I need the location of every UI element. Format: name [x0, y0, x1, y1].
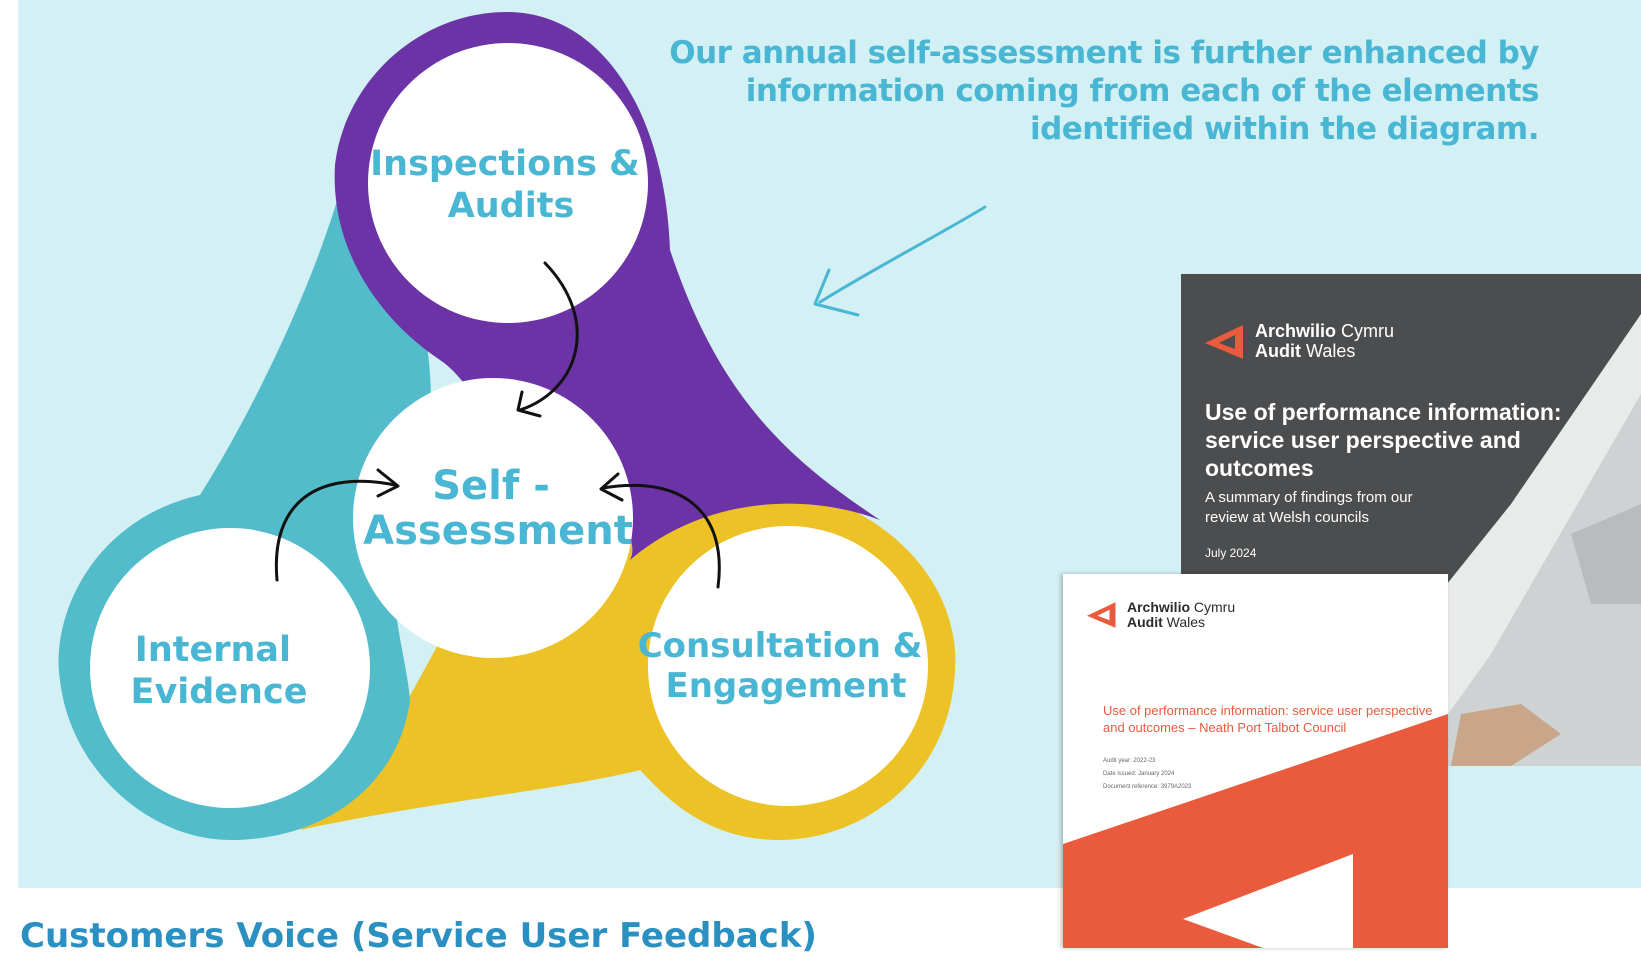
report-cover-graphic [1063, 714, 1448, 948]
audit-year: Audit year: 2022-23 [1103, 758, 1156, 764]
pointer-arrow [818, 205, 987, 304]
inspections-circle [368, 43, 648, 323]
self-assessment-label: Self - Assessment [363, 463, 633, 554]
arrow-inspections-to-self [518, 261, 579, 412]
arrow-inspections-to-self-head [516, 390, 542, 418]
audit-wales-mark-icon [1087, 602, 1116, 629]
consultation-circle [648, 526, 928, 806]
document-reference: Document reference: 3979A2023 [1103, 784, 1192, 790]
report-subtitle: A summary of findings from our review at… [1205, 489, 1413, 526]
audit-wales-logo-small: Archwilio Cymru Audit Wales [1087, 599, 1235, 631]
council-report-title: Use of performance information: service … [1103, 703, 1433, 735]
intro-text: Our annual self-assessment is further en… [669, 35, 1539, 147]
report-cover-photo [1301, 314, 1641, 766]
inspections-label: Inspections & Audits [370, 144, 652, 226]
audit-wales-logo: Archwilio Cymru Audit Wales [1205, 321, 1394, 362]
section-heading: Customers Voice (Service User Feedback) [20, 916, 817, 956]
report-cover-council: Archwilio Cymru Audit Wales Use of perfo… [1063, 574, 1448, 948]
arrow-internal-to-self-head [376, 468, 400, 498]
date-issued: Date issued: January 2024 [1103, 771, 1175, 777]
internal-evidence-label: Internal Evidence [131, 630, 308, 712]
pointer-arrow-head [813, 268, 860, 317]
internal-evidence-circle [90, 528, 370, 808]
report-title: Use of performance information: service … [1205, 399, 1562, 481]
self-assessment-circle [353, 378, 633, 658]
report-date: July 2024 [1205, 546, 1257, 560]
arrow-internal-to-self [274, 479, 397, 582]
audit-wales-mark-icon [1205, 324, 1243, 359]
consultation-label: Consultation & Engagement [638, 626, 935, 706]
arrow-consultation-to-self-head [599, 472, 624, 502]
arrow-consultation-to-self [601, 483, 721, 589]
